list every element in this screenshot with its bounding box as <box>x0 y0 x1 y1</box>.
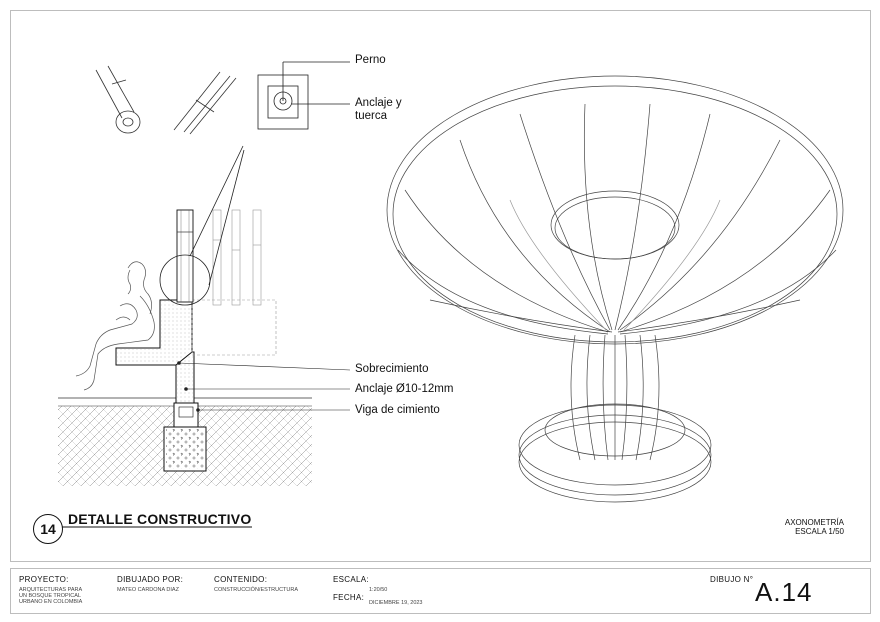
fecha-value: DICIEMBRE 19, 2023 <box>369 600 423 606</box>
dibujo-label: DIBUJO N° <box>710 575 754 584</box>
bamboo-end-detail <box>95 65 141 134</box>
drawing-frame <box>10 10 871 562</box>
callout-anclaje-rod: Anclaje Ø10-12mm <box>355 383 454 395</box>
detail-title: DETALLE CONSTRUCTIVO <box>68 511 252 527</box>
callout-anclaje-tuerca-line1: Anclaje y <box>355 97 402 109</box>
stem-wall <box>175 351 195 404</box>
title-block <box>10 568 871 614</box>
proyecto-line1: ARQUITECTURAS PARA <box>19 587 83 593</box>
contenido-label: CONTENIDO: <box>214 575 268 584</box>
detail-number-badge: 14 <box>33 514 63 544</box>
proyecto-line3: URBANO EN COLOMBIA <box>19 599 83 605</box>
sheet-number: A.14 <box>755 577 813 607</box>
contenido-value: CONSTRUCCIÓN/ESTRUCTURA <box>214 587 299 593</box>
axonometry-line1: AXONOMETRÍA <box>784 518 844 527</box>
dibujado-label: DIBUJADO POR: <box>117 575 184 584</box>
fecha-label: FECHA: <box>333 593 365 602</box>
bamboo-side-detail <box>173 71 237 135</box>
dibujado-value: MATEO CARDONA DIAZ <box>117 587 179 593</box>
foundation-footing <box>163 426 207 472</box>
bamboo-poles <box>191 209 277 356</box>
axonometry-caption: AXONOMETRÍA ESCALA 1/50 <box>785 518 844 536</box>
escala-label: ESCALA: <box>333 575 369 584</box>
callout-anclaje-tuerca-line2: tuerca <box>355 110 387 122</box>
escala-value: 1:20/50 <box>369 587 388 593</box>
callout-sobrecimiento: Sobrecimiento <box>355 363 429 375</box>
bolt-plan-detail <box>257 61 350 130</box>
axonometry-line2: ESCALA 1/50 <box>795 527 844 536</box>
seated-person <box>75 261 155 391</box>
bench-seat <box>115 299 193 366</box>
proyecto-line2: UN BOSQUE TROPICAL <box>19 593 81 599</box>
callout-viga: Viga de cimiento <box>355 404 440 416</box>
detail-zoom-circle <box>159 145 245 306</box>
proyecto-label: PROYECTO: <box>19 575 69 584</box>
ground-beam <box>173 402 199 428</box>
callout-perno: Perno <box>355 54 386 66</box>
callout-leaders <box>177 361 351 412</box>
canopy-axonometric <box>386 75 844 503</box>
